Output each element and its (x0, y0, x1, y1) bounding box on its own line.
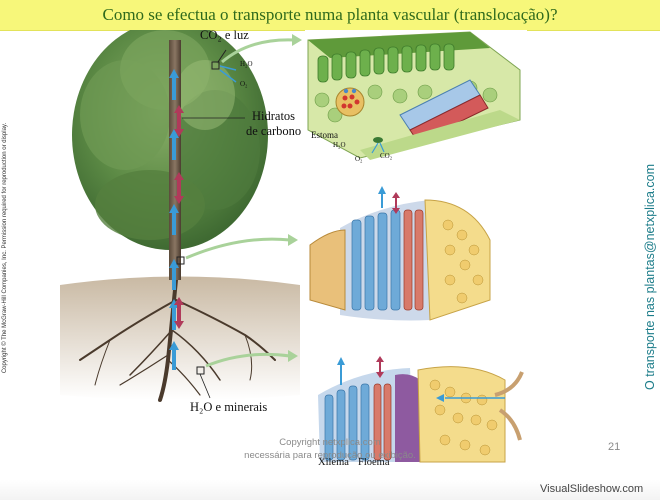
sugar-arrows (174, 105, 184, 329)
label-o2-leaf: O₂ (355, 155, 363, 163)
label-de-carbono: de carbono (246, 124, 302, 138)
callout-arrows (185, 38, 296, 368)
leaf-gas-arrows (219, 65, 237, 83)
label-co2-leaf: CO₂ (380, 152, 393, 160)
label-o2-top: O₂ (240, 80, 248, 88)
leaf-co2-arrow (217, 49, 227, 63)
label-hidratos: Hidratos (252, 109, 296, 123)
slide-title: Como se efectua o transporte numa planta… (102, 5, 558, 24)
page-number: 21 (608, 441, 621, 453)
footer-copyright: Copyright netxplica.com necessária para … (230, 436, 430, 462)
stem-section-panel (305, 182, 527, 332)
plant-transport-diagram (60, 30, 527, 467)
footer-copy-line2: necessária para reprodução ou exibição. (244, 450, 416, 461)
watermark-bar (0, 480, 660, 500)
watermark-text: VisualSlideshow.com (540, 483, 644, 495)
footer-copy-line1: Copyright netxplica.com (279, 437, 381, 448)
label-floema: Floema (358, 457, 390, 468)
label-xilema: Xilema (318, 457, 349, 468)
label-co2-luz: CO₂ e luz (200, 28, 249, 42)
label-h2o-leaf: H₂O (333, 141, 346, 149)
tree-crown (72, 30, 268, 250)
water-arrows (169, 69, 179, 370)
leaf-section-panel (305, 30, 527, 164)
callout-arrowheads (288, 34, 302, 362)
title-bar: Como se efectua o transporte numa planta… (0, 0, 660, 31)
soil-layer (60, 276, 300, 400)
callout-markers (176, 61, 220, 375)
label-estoma: Estoma (311, 130, 338, 140)
label-h2o-minerais: H₂O e minerais (190, 400, 268, 414)
label-h2o-top: H₂O (240, 60, 253, 68)
h2o-minerais-pointer (199, 373, 211, 399)
root-section-panel (305, 347, 527, 467)
